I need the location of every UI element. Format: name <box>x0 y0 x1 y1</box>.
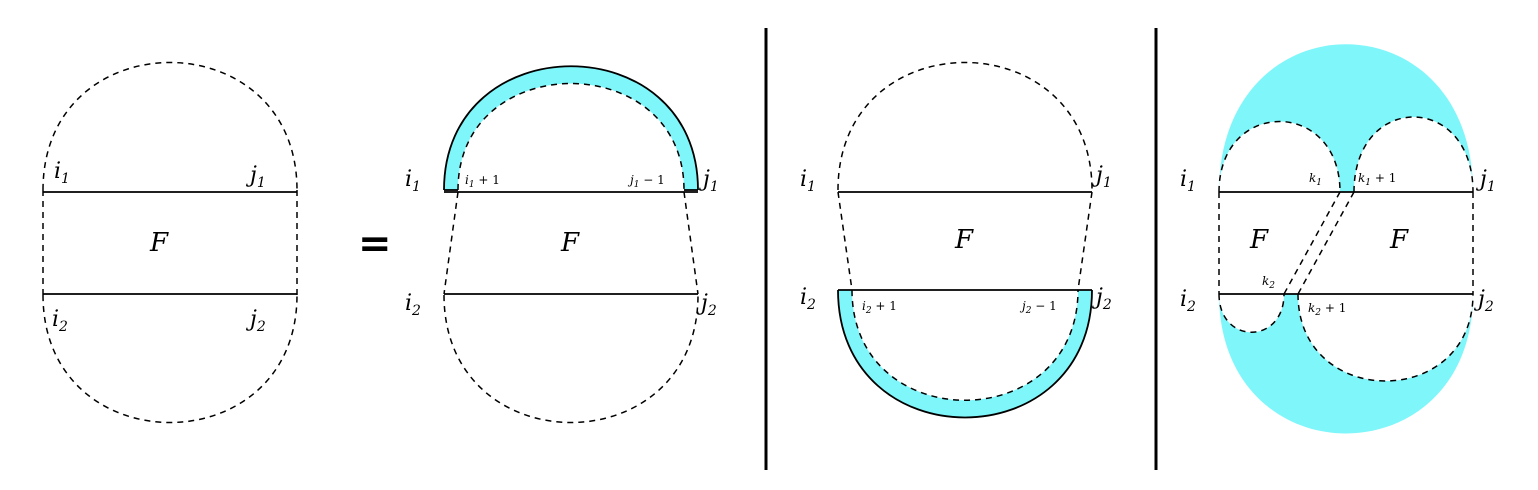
label-i2: i2 <box>52 307 68 335</box>
right-dashed-connector <box>683 191 699 295</box>
label-i1-plus-1: i1 + 1 <box>465 173 500 190</box>
right-dashed-connector <box>1077 191 1093 291</box>
bottom-left-dashed-arc <box>1218 293 1285 333</box>
label-F: F <box>560 228 580 258</box>
bottom-inner-dashed-arc <box>851 289 1079 401</box>
panel-4: i1 j1 i2 j2 k1 k1 + 1 k2 k2 + 1 F F <box>1180 44 1496 434</box>
label-j1: j1 <box>1475 167 1496 195</box>
top-highlight-band <box>444 66 698 190</box>
label-i1: i1 <box>1180 167 1196 195</box>
panel-3: i1 j1 i2 j2 i2 + 1 j2 − 1 F <box>800 61 1112 419</box>
label-k2-plus-1: k2 + 1 <box>1308 301 1346 318</box>
top-outer-arc <box>443 65 699 191</box>
label-i2: i2 <box>1180 287 1196 315</box>
bottom-highlight-band <box>838 290 1092 418</box>
label-j2-minus-1: j2 − 1 <box>1019 299 1057 316</box>
label-i1: i1 <box>800 167 816 195</box>
label-j1: j1 <box>698 167 719 195</box>
bottom-dashed-arc <box>443 294 699 424</box>
diagonal-dashed-k1-k2 <box>1283 191 1341 295</box>
label-i2-plus-1: i2 + 1 <box>862 299 897 316</box>
left-dashed-connector <box>443 191 459 295</box>
label-j2: j2 <box>1473 287 1494 315</box>
label-j1: j1 <box>1091 163 1112 191</box>
label-k1: k1 <box>1309 171 1322 188</box>
label-j1-minus-1: j1 − 1 <box>627 173 665 190</box>
label-F-right: F <box>1389 225 1409 255</box>
label-i1: i1 <box>405 167 421 195</box>
label-i1: i1 <box>54 159 70 187</box>
label-j2: j2 <box>1091 285 1112 313</box>
top-left-subregion <box>1219 121 1340 192</box>
panel-1: i1 j1 i2 j2 F <box>42 61 298 424</box>
panel-2: i1 j1 i2 j2 i1 + 1 j1 − 1 F <box>405 65 719 424</box>
top-right-subregion <box>1354 117 1473 192</box>
equals-sign: = <box>358 221 392 267</box>
label-i2: i2 <box>800 285 816 313</box>
middle-white-band <box>1219 192 1473 294</box>
label-F: F <box>149 228 169 258</box>
label-F: F <box>954 225 974 255</box>
bottom-right-dashed-arc <box>1297 293 1474 382</box>
bottom-left-subregion <box>1219 294 1284 333</box>
top-right-dashed-arc <box>1353 116 1474 193</box>
top-dashed-arc <box>837 61 1093 191</box>
label-j2: j2 <box>245 307 266 335</box>
left-dashed-connector <box>837 191 853 291</box>
bottom-outer-arc <box>837 289 1093 419</box>
label-i2: i2 <box>405 291 421 319</box>
top-left-dashed-arc <box>1218 120 1341 193</box>
label-F-left: F <box>1249 225 1269 255</box>
diagonal-dashed-k1p1-k2p1 <box>1297 191 1355 295</box>
bottom-dashed-arc <box>42 294 298 424</box>
label-j1: j1 <box>245 163 266 191</box>
top-dashed-arc <box>42 61 298 191</box>
label-j2: j2 <box>696 291 717 319</box>
label-k1-plus-1: k1 + 1 <box>1358 171 1396 188</box>
label-k2: k2 <box>1262 274 1275 291</box>
bottom-right-subregion <box>1298 294 1473 381</box>
